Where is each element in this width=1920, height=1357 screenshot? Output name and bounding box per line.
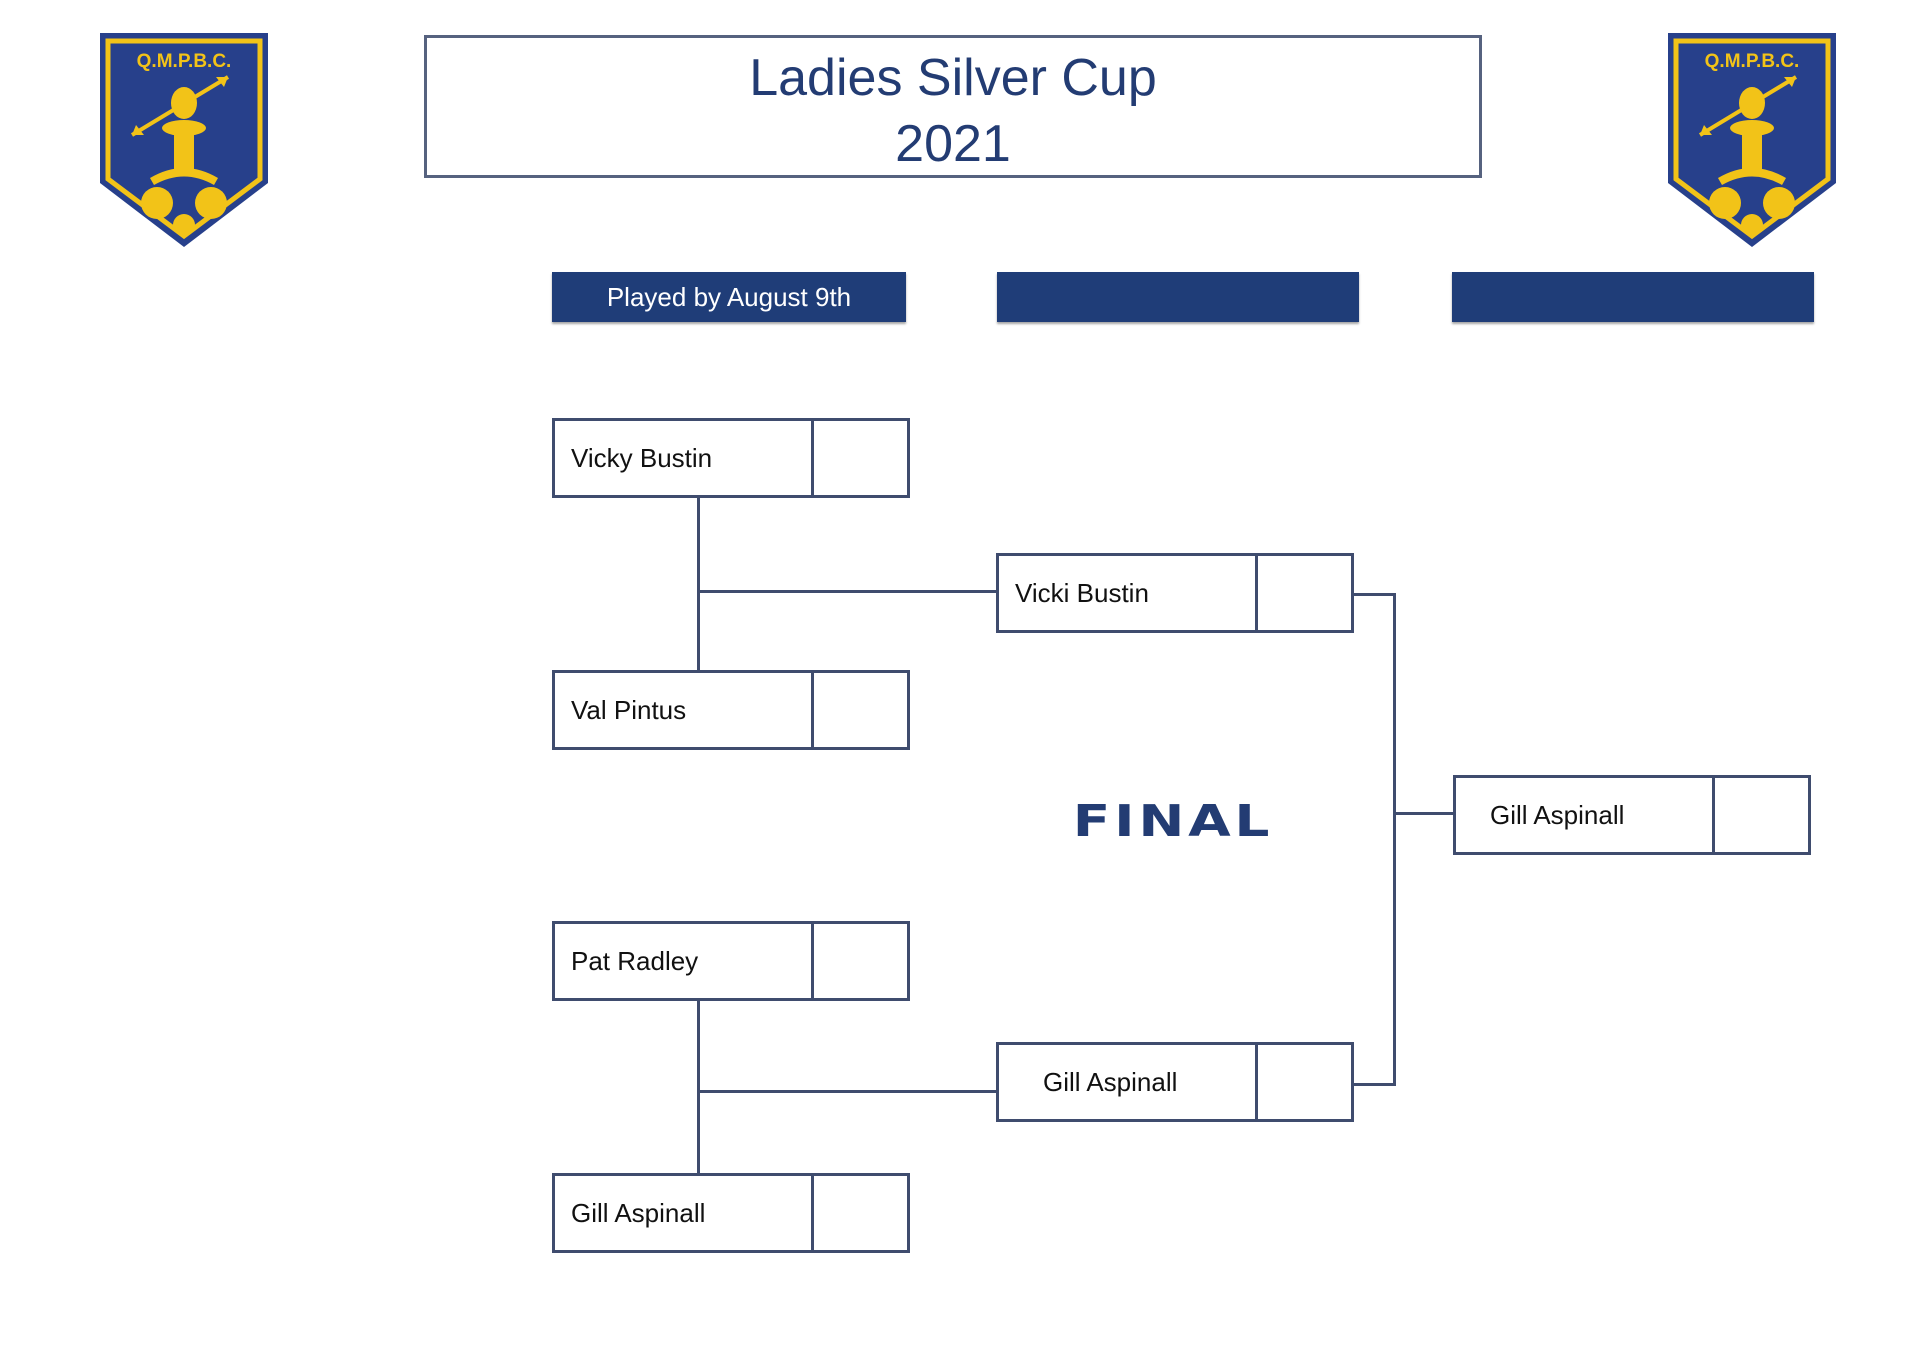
player-name: Vicky Bustin: [571, 443, 713, 473]
svg-text:Q.M.P.B.C.: Q.M.P.B.C.: [1705, 51, 1800, 72]
player-name: Gill Aspinall: [1043, 1067, 1178, 1097]
bracket-connector: [697, 1000, 700, 1173]
final-label: FINAL: [1072, 796, 1274, 847]
round-header-1: Played by August 9th: [552, 272, 906, 322]
page-year: 2021: [895, 115, 1011, 173]
score-cell: [811, 421, 907, 495]
score-cell: [811, 1176, 907, 1250]
bracket-connector: [1354, 593, 1396, 596]
match-slot-r2-2: Gill Aspinall: [996, 1042, 1354, 1122]
bracket-connector: [1393, 812, 1453, 815]
score-cell: [811, 673, 907, 747]
bracket-connector: [697, 1090, 996, 1093]
match-slot-r1-2: Val Pintus: [552, 670, 910, 750]
club-badge-left: Q.M.P.B.C.: [100, 33, 268, 247]
match-slot-r1-4: Gill Aspinall: [552, 1173, 910, 1253]
svg-text:Q.M.P.B.C.: Q.M.P.B.C.: [137, 51, 232, 72]
match-slot-r1-3: Pat Radley: [552, 921, 910, 1001]
match-slot-r1-1: Vicky Bustin: [552, 418, 910, 498]
player-name: Val Pintus: [571, 695, 687, 725]
bracket-connector: [697, 590, 996, 593]
club-badge-right: Q.M.P.B.C.: [1668, 33, 1836, 247]
player-name: Vicki Bustin: [1015, 578, 1149, 608]
bracket-connector: [1393, 593, 1396, 1086]
round-header-2: [997, 272, 1359, 322]
page-title: Ladies Silver Cup: [749, 49, 1157, 107]
round-header-3: [1452, 272, 1814, 322]
score-cell: [1712, 778, 1808, 852]
score-cell: [1255, 1045, 1351, 1119]
score-cell: [1255, 556, 1351, 630]
player-name: Pat Radley: [571, 946, 699, 976]
score-cell: [811, 924, 907, 998]
bracket-connector: [697, 498, 700, 670]
shield-icon: Q.M.P.B.C.: [100, 33, 268, 247]
title-box: Ladies Silver Cup 2021: [424, 35, 1482, 178]
match-slot-r2-1: Vicki Bustin: [996, 553, 1354, 633]
bracket-connector: [1354, 1083, 1396, 1086]
player-name: Gill Aspinall: [571, 1198, 706, 1228]
match-slot-winner: Gill Aspinall: [1453, 775, 1811, 855]
shield-icon: Q.M.P.B.C.: [1668, 33, 1836, 247]
player-name: Gill Aspinall: [1490, 800, 1625, 830]
